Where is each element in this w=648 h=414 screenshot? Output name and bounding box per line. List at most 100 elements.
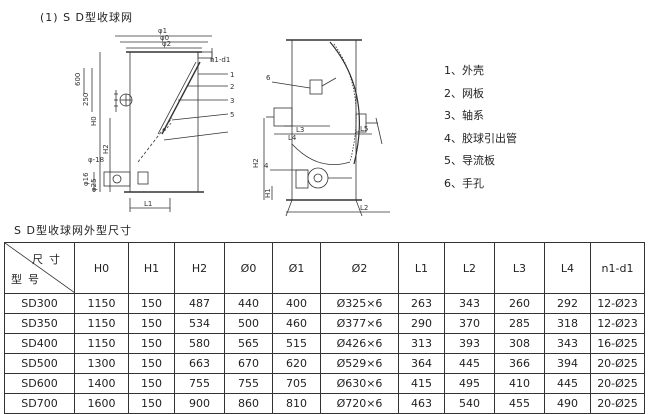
dim-phi0: φ0 bbox=[160, 34, 169, 42]
column-header: Ø1 bbox=[272, 242, 321, 294]
value-cell: 670 bbox=[224, 353, 273, 374]
column-header: H1 bbox=[128, 242, 175, 294]
value-cell: Ø426×6 bbox=[320, 333, 399, 354]
value-cell: 490 bbox=[544, 393, 591, 414]
value-cell: 810 bbox=[272, 393, 321, 414]
value-cell: 755 bbox=[224, 373, 273, 394]
value-cell: 393 bbox=[444, 333, 495, 354]
column-header: L2 bbox=[444, 242, 495, 294]
value-cell: 12-Ø23 bbox=[590, 313, 645, 334]
value-cell: 400 bbox=[272, 293, 321, 314]
value-cell: 20-Ø25 bbox=[590, 393, 645, 414]
callout-2: 2 bbox=[230, 83, 234, 91]
callout-6: 6 bbox=[266, 74, 271, 82]
value-cell: 343 bbox=[444, 293, 495, 314]
value-cell: 460 bbox=[272, 313, 321, 334]
value-cell: 12-Ø23 bbox=[590, 293, 645, 314]
value-cell: Ø377×6 bbox=[320, 313, 399, 334]
value-cell: 860 bbox=[224, 393, 273, 414]
column-header: L3 bbox=[494, 242, 545, 294]
value-cell: 263 bbox=[398, 293, 445, 314]
value-cell: 495 bbox=[444, 373, 495, 394]
value-cell: 20-Ø25 bbox=[590, 353, 645, 374]
value-cell: 364 bbox=[398, 353, 445, 374]
dim-l1: L1 bbox=[144, 200, 152, 208]
value-cell: 20-Ø25 bbox=[590, 373, 645, 394]
dim-h0: H0 bbox=[90, 116, 98, 126]
parts-legend: 1、外壳 2、网板 3、轴系 4、胶球引出管 5、导流板 6、手孔 bbox=[444, 60, 517, 196]
value-cell: 394 bbox=[544, 353, 591, 374]
value-cell: 343 bbox=[544, 333, 591, 354]
value-cell: 366 bbox=[494, 353, 545, 374]
value-cell: 455 bbox=[494, 393, 545, 414]
callout-1: 1 bbox=[230, 71, 234, 79]
value-cell: 308 bbox=[494, 333, 545, 354]
value-cell: 292 bbox=[544, 293, 591, 314]
dim-phi1: φ1 bbox=[158, 27, 167, 35]
value-cell: 705 bbox=[272, 373, 321, 394]
column-header: H2 bbox=[174, 242, 225, 294]
table-header-row: 尺寸 型号 H0 H1 H2 Ø0 Ø1 Ø2 L1 L2 L3 L4 n1-d… bbox=[4, 242, 645, 294]
dim-l3: L3 bbox=[296, 126, 304, 134]
callout-3: 3 bbox=[230, 97, 234, 105]
value-cell: 285 bbox=[494, 313, 545, 334]
value-cell: Ø325×6 bbox=[320, 293, 399, 314]
value-cell: 445 bbox=[544, 373, 591, 394]
dim-250: 250 bbox=[82, 93, 90, 106]
callout-5: 5 bbox=[230, 111, 234, 119]
dim-l4: L4 bbox=[288, 134, 297, 142]
value-cell: 565 bbox=[224, 333, 273, 354]
value-cell: 463 bbox=[398, 393, 445, 414]
value-cell: 445 bbox=[444, 353, 495, 374]
dim-h2: H2 bbox=[102, 144, 110, 154]
model-cell: SD500 bbox=[4, 353, 75, 374]
value-cell: 540 bbox=[444, 393, 495, 414]
legend-item-handhole: 6、手孔 bbox=[444, 176, 484, 190]
right-view bbox=[263, 39, 390, 217]
value-cell: 260 bbox=[494, 293, 545, 314]
column-header: H0 bbox=[74, 242, 129, 294]
value-cell: 318 bbox=[544, 313, 591, 334]
dimension-table: 尺寸 型号 H0 H1 H2 Ø0 Ø1 Ø2 L1 L2 L3 L4 n1-d… bbox=[4, 242, 645, 414]
value-cell: 1150 bbox=[74, 333, 129, 354]
dim-phi2: φ2 bbox=[162, 40, 171, 48]
dim-l2: L2 bbox=[360, 204, 368, 212]
dim-n1d1: n1-d1 bbox=[210, 56, 230, 64]
value-cell: 900 bbox=[174, 393, 225, 414]
dim-phi25: φ25 bbox=[90, 178, 98, 192]
model-cell: SD400 bbox=[4, 333, 75, 354]
value-cell: 1150 bbox=[74, 313, 129, 334]
value-cell: 290 bbox=[398, 313, 445, 334]
legend-item-guide-plate: 5、导流板 bbox=[444, 154, 495, 168]
model-cell: SD700 bbox=[4, 393, 75, 414]
left-view bbox=[83, 35, 229, 212]
value-cell: 150 bbox=[128, 353, 175, 374]
value-cell: 487 bbox=[174, 293, 225, 314]
column-header: L4 bbox=[544, 242, 591, 294]
technical-drawing: φ1 φ0 φ2 n1-d1 600 250 H0 H2 φ16 φ25 φ-1… bbox=[74, 27, 390, 217]
value-cell: 16-Ø25 bbox=[590, 333, 645, 354]
column-header: L1 bbox=[398, 242, 445, 294]
value-cell: 1150 bbox=[74, 293, 129, 314]
value-cell: 370 bbox=[444, 313, 495, 334]
dim-600: 600 bbox=[74, 73, 82, 86]
drawing-heading: (1) S D型收球网 bbox=[40, 11, 134, 24]
value-cell: 150 bbox=[128, 293, 175, 314]
column-header: n1-d1 bbox=[590, 242, 645, 294]
value-cell: 515 bbox=[272, 333, 321, 354]
value-cell: Ø529×6 bbox=[320, 353, 399, 374]
value-cell: 150 bbox=[128, 393, 175, 414]
header-corner-cell: 尺寸 型号 bbox=[4, 242, 75, 294]
column-header: Ø0 bbox=[224, 242, 273, 294]
value-cell: 150 bbox=[128, 313, 175, 334]
value-cell: 150 bbox=[128, 373, 175, 394]
column-header: Ø2 bbox=[320, 242, 399, 294]
value-cell: Ø630×6 bbox=[320, 373, 399, 394]
value-cell: 150 bbox=[128, 333, 175, 354]
value-cell: 1600 bbox=[74, 393, 129, 414]
callout-4: 4 bbox=[264, 162, 269, 170]
